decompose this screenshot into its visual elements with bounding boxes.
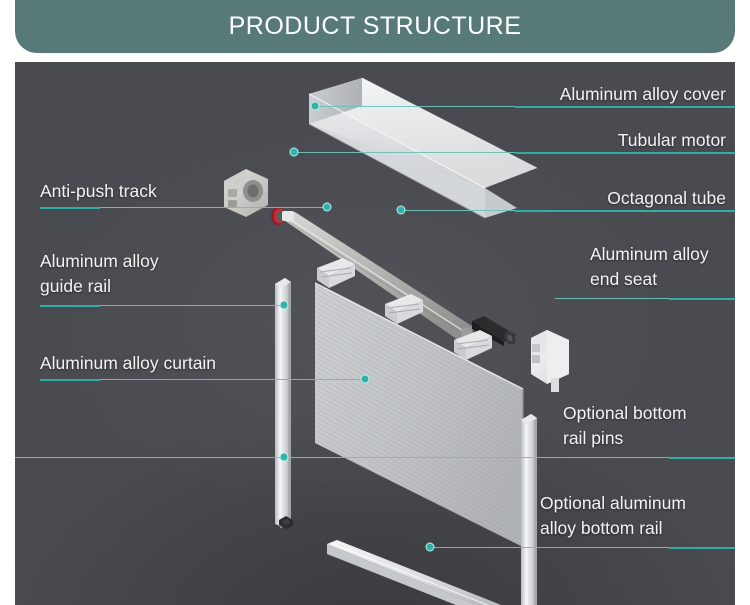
leader-line-tube	[401, 210, 515, 211]
label-optional-bottom-rail-pins-line1: Optional bottom	[563, 403, 687, 423]
label-aluminum-alloy-end-seat-line2: end seat	[590, 269, 658, 289]
callout-dot-bottom-rail	[425, 542, 435, 552]
anti-push-track-clip	[315, 258, 357, 297]
leader-line-cover-accent	[515, 106, 735, 108]
leader-line-guide-rail	[100, 305, 284, 306]
label-aluminum-alloy-curtain: Aluminum alloy curtain	[40, 353, 217, 373]
label-octagonal-tube: Octagonal tube	[607, 188, 726, 208]
optional-bottom-rail-pin	[277, 514, 295, 535]
leader-line-anti-push-accent	[40, 207, 100, 209]
leader-line-bottom-rail-accent	[669, 547, 735, 549]
leader-line-curtain	[100, 379, 365, 380]
anti-push-track-clip	[383, 294, 425, 333]
label-aluminum-alloy-cover: Aluminum alloy cover	[559, 84, 726, 104]
leader-line-cover	[315, 106, 515, 107]
tubular-motor-bracket	[220, 167, 272, 219]
leader-line-end-seat-accent	[669, 298, 735, 300]
tubular-motor-head	[270, 205, 296, 227]
aluminum-alloy-guide-rail-left	[272, 274, 294, 532]
callout-dot-motor	[289, 147, 299, 157]
label-optional-aluminum-alloy-bottom-rail-line2: alloy bottom rail	[540, 518, 663, 538]
leader-line-motor	[294, 152, 515, 153]
leader-line-anti-push	[100, 207, 327, 208]
label-optional-bottom-rail-pins-line2: rail pins	[563, 428, 624, 448]
optional-aluminum-alloy-bottom-rail-part	[325, 540, 525, 605]
diagram-stage: Aluminum alloy cover Tubular motor Octag…	[15, 62, 735, 605]
label-anti-push-track: Anti-push track	[40, 181, 157, 201]
callout-dot-guide-rail	[279, 300, 289, 310]
callout-dot-anti-push	[322, 202, 332, 212]
page-header-banner: PRODUCT STRUCTURE	[15, 0, 735, 53]
callout-dot-bottom-rail-pin	[279, 452, 289, 462]
leader-line-tube-accent	[515, 210, 735, 212]
label-optional-aluminum-alloy-bottom-rail-line1: Optional aluminum	[540, 493, 686, 513]
leader-line-bottom-rail-pins-accent	[669, 457, 735, 459]
octagonal-tube-end-cap	[470, 315, 518, 347]
leader-line-end-seat	[555, 298, 669, 299]
leader-line-curtain-accent	[40, 379, 100, 381]
label-aluminum-alloy-end-seat-line1: Aluminum alloy	[590, 244, 709, 264]
leader-line-guide-rail-accent	[40, 305, 100, 307]
callout-dot-tube	[396, 205, 406, 215]
label-aluminum-alloy-guide-rail-line2: guide rail	[40, 276, 112, 296]
leader-line-bottom-rail-pins	[15, 457, 669, 458]
leader-line-motor-accent	[515, 152, 735, 154]
label-tubular-motor: Tubular motor	[617, 130, 726, 150]
callout-dot-cover	[310, 101, 320, 111]
label-aluminum-alloy-guide-rail-line1: Aluminum alloy	[40, 251, 159, 271]
leader-line-bottom-rail	[430, 547, 669, 548]
page-title: PRODUCT STRUCTURE	[228, 12, 522, 40]
callout-dot-curtain	[360, 374, 370, 384]
aluminum-alloy-cover-part	[267, 76, 537, 236]
aluminum-alloy-guide-rail-right	[518, 410, 540, 605]
aluminum-alloy-end-seat-part	[525, 324, 581, 394]
anti-push-track-clip	[452, 330, 494, 369]
